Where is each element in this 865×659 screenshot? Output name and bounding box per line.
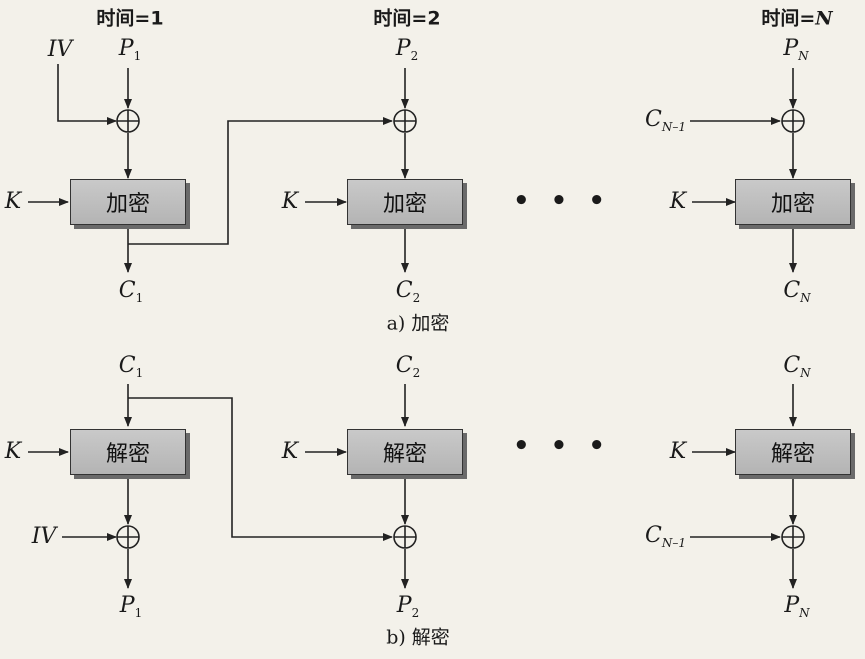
label-k-decn: K [669, 439, 687, 464]
caption-decrypt: b) 解密 [386, 626, 450, 649]
caption-encrypt: a) 加密 [386, 312, 450, 335]
encrypt-box-1: 加密 [70, 179, 186, 225]
decrypt-box-n: 解密 [735, 429, 851, 475]
label-p2-dec: P2 [396, 593, 420, 620]
label-cn-enc: CN [783, 278, 811, 305]
header-time-1: 时间=1 [96, 7, 164, 30]
header-time-2: 时间=2 [373, 7, 441, 30]
ellipsis-enc: • • • [513, 186, 611, 216]
label-k-encn: K [669, 189, 687, 214]
encrypt-box-n: 加密 [735, 179, 851, 225]
label-c2-enc: C2 [395, 278, 421, 305]
label-pn-dec: PN [784, 593, 810, 620]
ellipsis-dec: • • • [513, 431, 611, 461]
label-iv-enc: IV [47, 37, 73, 62]
label-iv-dec: IV [31, 524, 57, 549]
label-p1-dec: P1 [119, 593, 143, 620]
header-time-n: 时间=N [761, 7, 833, 30]
arrow-c1-xor2b [128, 397, 393, 541]
xor-enc-2 [393, 109, 417, 133]
label-cn1-enc: CN–1 [645, 107, 686, 134]
label-c2-dec: C2 [395, 353, 421, 380]
xor-enc-n [781, 109, 805, 133]
xor-enc-1 [116, 109, 140, 133]
xor-dec-1 [116, 525, 140, 549]
label-c1-enc: C1 [118, 278, 144, 305]
label-k-enc1: K [4, 189, 22, 214]
label-k-enc2: K [281, 189, 299, 214]
label-k-dec1: K [4, 439, 22, 464]
label-c1-dec: C1 [118, 353, 144, 380]
label-k-dec2: K [281, 439, 299, 464]
label-cn1-dec: CN–1 [645, 523, 686, 550]
label-p2-enc: P2 [395, 36, 419, 63]
xor-dec-n [781, 525, 805, 549]
arrow-iv-xor [57, 64, 117, 125]
label-pn-enc: PN [783, 36, 809, 63]
label-p1-enc: P1 [118, 36, 142, 63]
label-cn-dec: CN [783, 353, 811, 380]
xor-dec-2 [393, 525, 417, 549]
encrypt-box-2: 加密 [347, 179, 463, 225]
decrypt-box-1: 解密 [70, 429, 186, 475]
decrypt-box-2: 解密 [347, 429, 463, 475]
arrow-c1-xor2 [128, 117, 393, 245]
